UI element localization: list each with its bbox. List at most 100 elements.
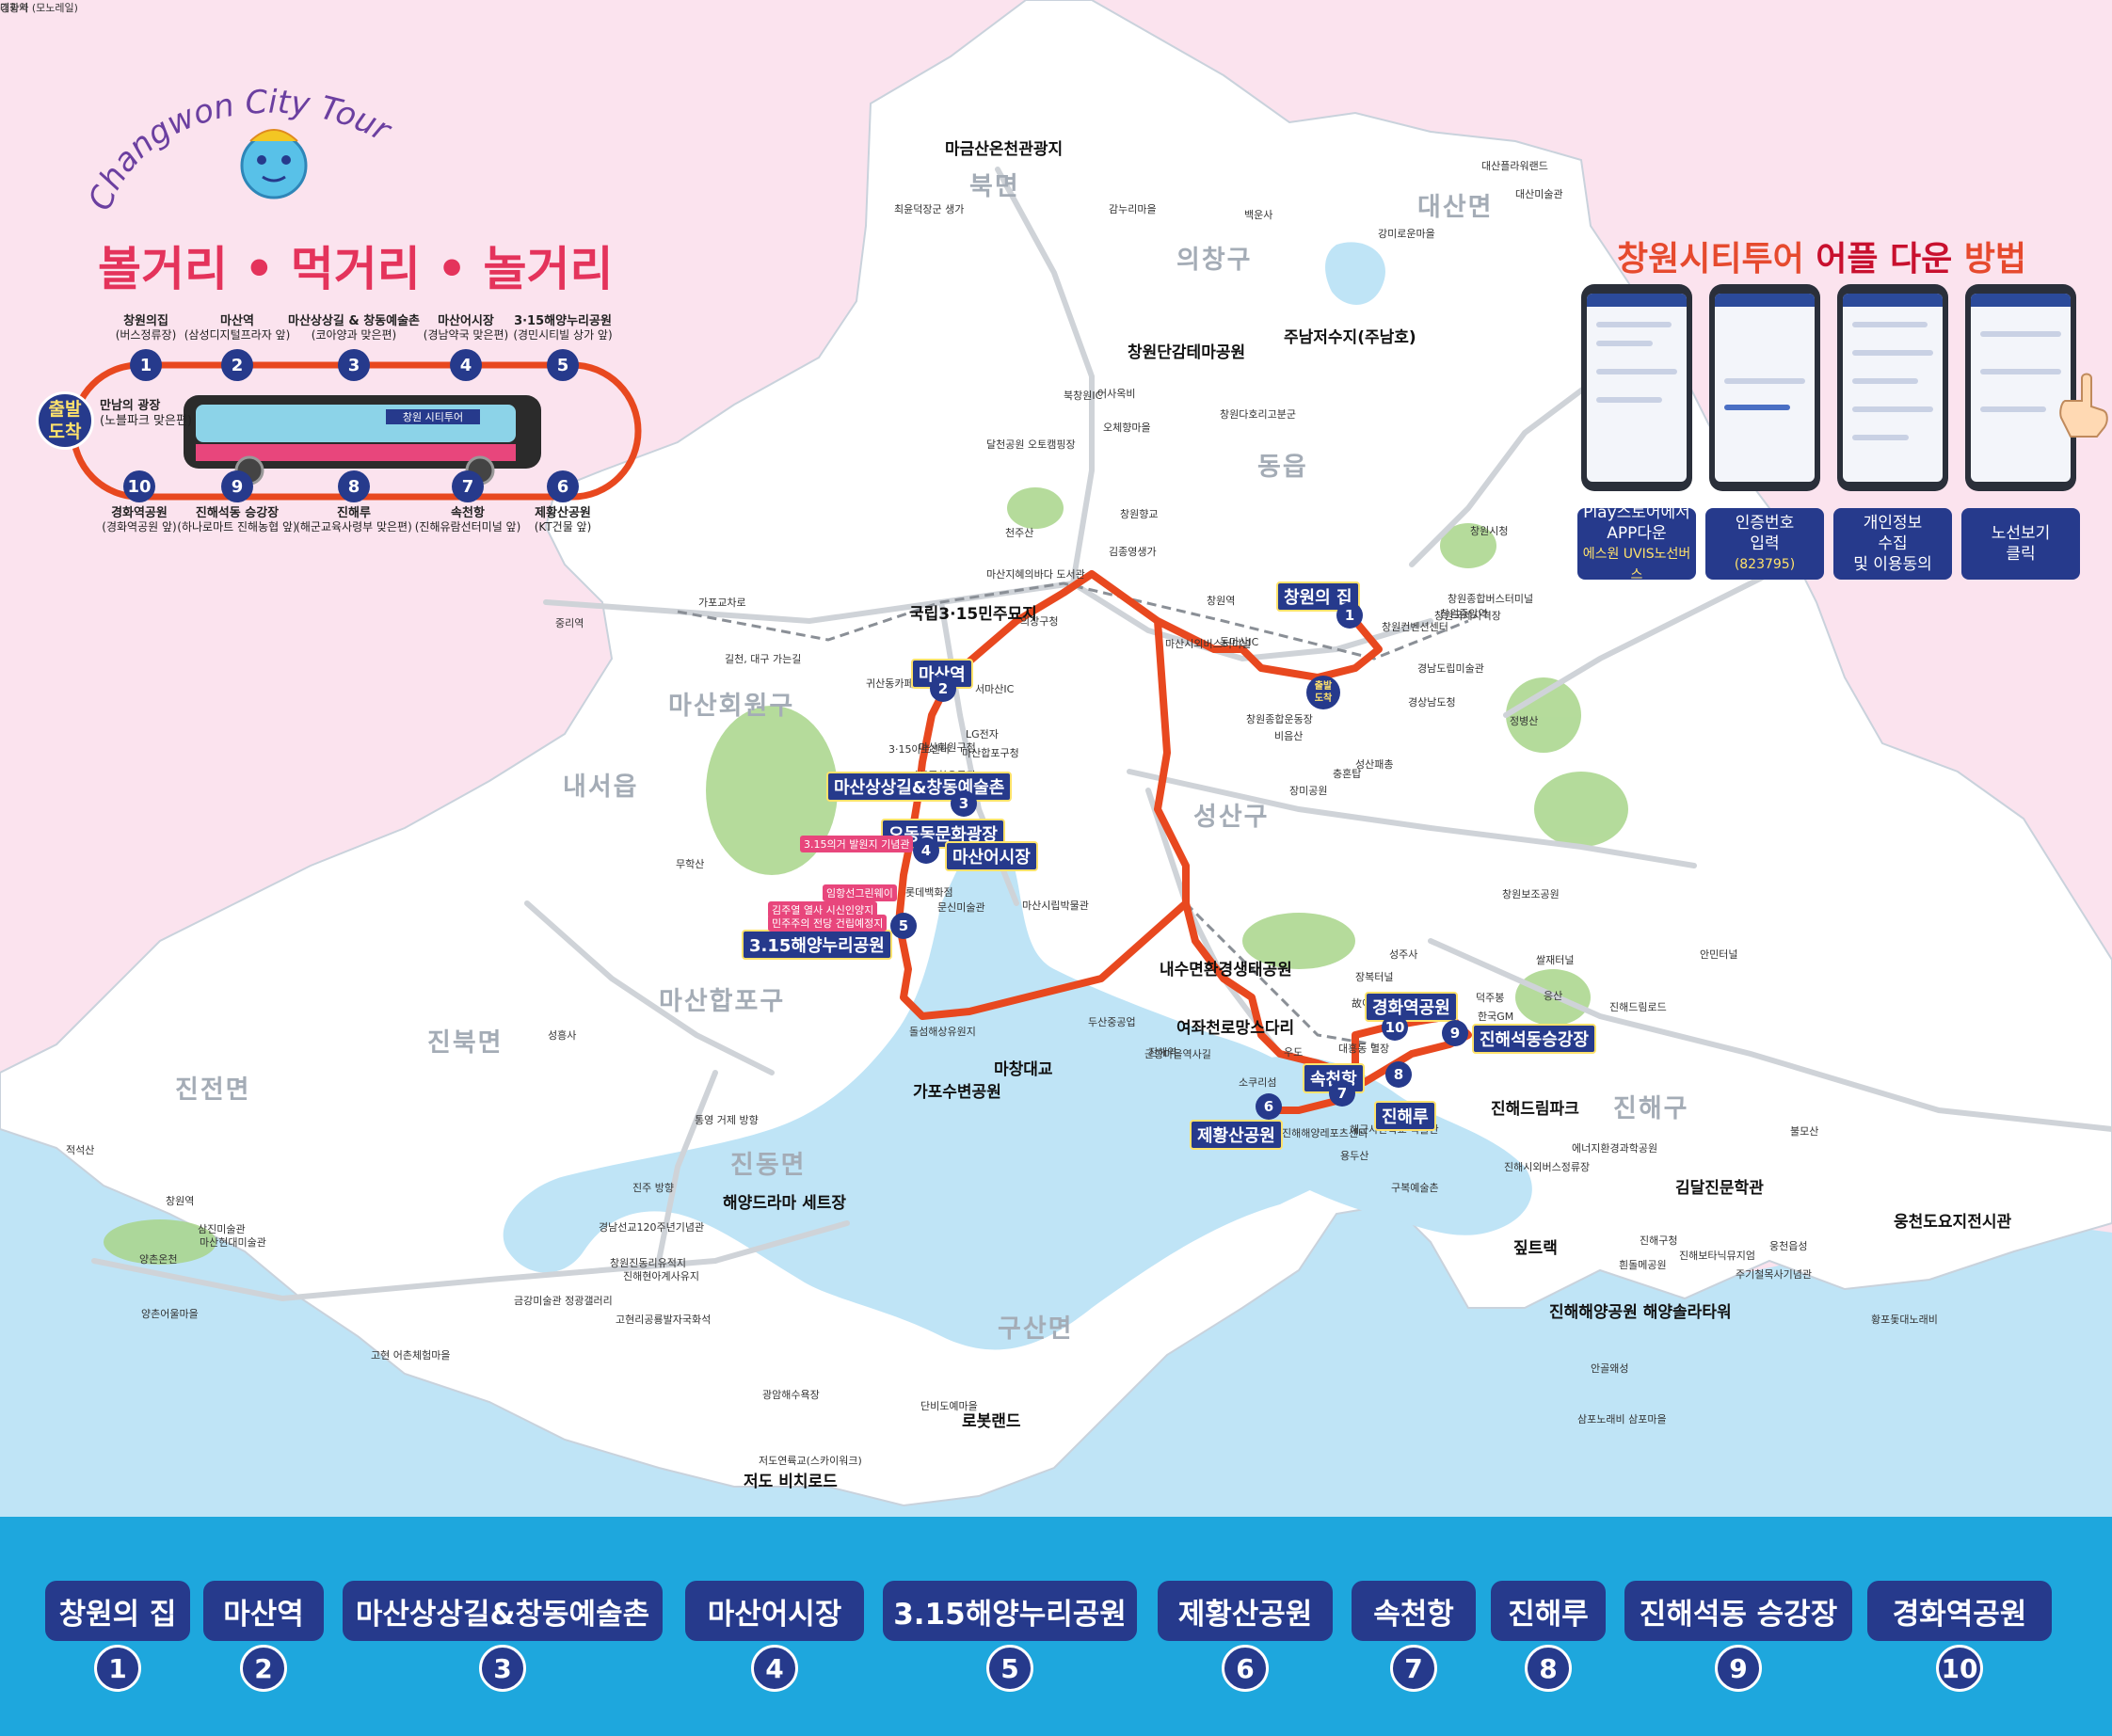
district-label: 진해구 xyxy=(1613,1094,1689,1123)
place-label: 마산시립박물관 xyxy=(1022,900,1089,912)
map-stop-label: 창원의 집 xyxy=(1276,581,1360,612)
loop-stop-num-4: 4 xyxy=(450,349,482,381)
attraction-label: 김달진문학관 xyxy=(1675,1179,1764,1198)
place-label: 한국GM xyxy=(1478,1011,1514,1023)
bottom-stop-1[interactable]: 창원의 집 xyxy=(45,1581,190,1641)
place-label: 창원시청 xyxy=(1470,525,1509,537)
place-label: 어사옥비 xyxy=(1097,388,1136,400)
place-label: 두산중공업 xyxy=(1088,1016,1136,1028)
place-label: 마산합포구청 xyxy=(962,747,1019,759)
attraction-label: 여좌천로망스다리 xyxy=(1176,1019,1295,1038)
place-label: 길천, 대구 가는길 xyxy=(725,653,802,665)
place-label: 경남선교120주년기념관 xyxy=(599,1221,705,1234)
map-stop-label: 진해루 xyxy=(1374,1101,1436,1131)
place-label: 돌섬해상유원지 xyxy=(909,1026,976,1038)
place-label: 장복터널 xyxy=(1355,971,1394,983)
bottom-stop-6[interactable]: 제황산공원 xyxy=(1158,1581,1333,1641)
logo-script: Changwon City Tour xyxy=(90,83,398,215)
loop-stop-label-3: 마산상상길 & 창동예술촌(코아양과 맞은편) xyxy=(288,314,420,342)
place-label: 안민터널 xyxy=(1700,948,1738,961)
loop-stop-num-2: 2 xyxy=(221,349,253,381)
loop-stop-label-5: 3·15해양누리공원(경민시티빌 상가 앞) xyxy=(513,314,613,342)
place-label: LG전자 xyxy=(966,728,999,741)
place-label: 진해드림로드 xyxy=(1609,1001,1667,1013)
app-screenshot-2 xyxy=(1709,284,1820,491)
map-stop-number: 7 xyxy=(1329,1080,1355,1107)
place-label: 진해시외버스정류장 xyxy=(1504,1161,1591,1173)
place-label: 주기철목사기념관 xyxy=(1736,1268,1812,1281)
map-stop-label: 마산상상길&창동예술촌 xyxy=(826,772,1013,802)
district-label: 의창구 xyxy=(1176,246,1253,275)
place-label: 북창원IC xyxy=(1064,390,1103,402)
bottom-stop-num-9: 9 xyxy=(1715,1645,1762,1692)
place-label: 쌀재터널 xyxy=(1536,954,1575,966)
bus-sign: 창원 시티투어 xyxy=(403,411,463,423)
map-stop-label: 3.15해양누리공원 xyxy=(742,930,892,960)
place-label: 진해현아계사유지 xyxy=(623,1270,699,1282)
place-label: 양촌온천 xyxy=(139,1253,178,1266)
map-stop-label: 오동동문화광장 xyxy=(881,819,1005,849)
place-label: 롯데백화점 xyxy=(905,886,953,899)
attraction-label: 마금산온천관광지 xyxy=(945,140,1064,159)
loop-stop-num-9: 9 xyxy=(221,470,253,502)
bottom-stop-4[interactable]: 마산어시장 xyxy=(685,1581,864,1641)
bottom-stop-3[interactable]: 마산상상길&창동예술촌 xyxy=(343,1581,663,1641)
attraction-label: 가포수변공원 xyxy=(913,1083,1001,1102)
place-label: 김종영생가 xyxy=(1109,546,1157,558)
attraction-label: 해양드라마 세트장 xyxy=(723,1194,847,1213)
district-label: 마산합포구 xyxy=(659,987,786,1016)
place-label: 비음산 xyxy=(1274,730,1304,742)
place-label: 대산미술관 xyxy=(1515,188,1563,200)
bottom-stop-num-6: 6 xyxy=(1222,1645,1269,1692)
attraction-label: 주남저수지(주남호) xyxy=(1284,328,1416,347)
place-label: 진해보타닉뮤지엄 xyxy=(1679,1250,1755,1262)
place-label: 삼진미술관 xyxy=(198,1223,246,1235)
tour-route-line xyxy=(895,570,1472,1114)
bottom-stop-7[interactable]: 속천항 xyxy=(1352,1581,1476,1641)
district-label: 마산회원구 xyxy=(668,692,795,721)
app-screenshot-1 xyxy=(1581,284,1692,491)
masan-bay xyxy=(503,831,1359,1350)
map-stop-number: 9 xyxy=(1442,1020,1468,1046)
app-screenshot-3 xyxy=(1837,284,1948,491)
place-label: 창원다호리고분군 xyxy=(1220,408,1296,421)
attraction-label: 국립3·15민주묘지 xyxy=(909,605,1037,624)
history-site-label: 3.15의거 발원지 기념관 xyxy=(800,836,914,852)
place-label: 진주 방향 xyxy=(632,1182,674,1194)
bottom-stop-num-8: 8 xyxy=(1525,1645,1572,1692)
place-label: 무학산 xyxy=(676,858,705,870)
place-label: 동마산IC xyxy=(1220,636,1259,648)
map-start-badge: 출발 도착 xyxy=(1306,676,1340,709)
place-label: 강미로운마을 xyxy=(1378,228,1435,240)
place-label: 저도연륙교(스카이워크) xyxy=(759,1455,862,1467)
attraction-label: 진해해양공원 해양솔라타워 xyxy=(1549,1303,1732,1322)
place-label: 최윤덕장군 생가 xyxy=(894,203,965,215)
bottom-stop-num-5: 5 xyxy=(986,1645,1033,1692)
district-label: 북면 xyxy=(969,172,1020,201)
place-label: 마산회원구청 xyxy=(919,741,976,754)
loop-stop-label-6: 제황산공원(KT건물 앞) xyxy=(534,506,592,534)
place-label: 경상남도청 xyxy=(1408,696,1456,709)
bottom-stop-8[interactable]: 진해루 xyxy=(1491,1581,1606,1641)
logo-area: Changwon City Tour xyxy=(90,62,448,231)
place-label: 창원컨벤션센터 xyxy=(1382,621,1448,633)
place-label: 경남도립미술관 xyxy=(1417,662,1484,675)
attraction-label: 로봇랜드 xyxy=(962,1412,1021,1431)
bottom-stop-9[interactable]: 진해석동 승강장 xyxy=(1624,1581,1852,1641)
place-label: 감누리마을 xyxy=(1109,203,1157,215)
bottom-stop-5[interactable]: 3.15해양누리공원 xyxy=(883,1581,1137,1641)
attraction-label: 저도 비치로드 xyxy=(744,1473,838,1491)
district-label: 내서읍 xyxy=(563,772,639,802)
start-arrive-badge: 출발 도착 xyxy=(36,391,94,450)
bottom-stop-10[interactable]: 경화역공원 xyxy=(1867,1581,2052,1641)
map-stop-label: 경화역공원 xyxy=(1365,992,1458,1022)
loop-stop-label-8: 진해루(해군교육사령부 맞은편) xyxy=(296,506,412,534)
place-label: 서마산IC xyxy=(975,683,1015,695)
jinhae-bay xyxy=(1216,1056,1532,1235)
place-label: 광암해수욕장 xyxy=(762,1389,820,1401)
bottom-stop-2[interactable]: 마산역 xyxy=(203,1581,324,1641)
place-label: 창원종합버스터미널 xyxy=(1448,593,1534,605)
